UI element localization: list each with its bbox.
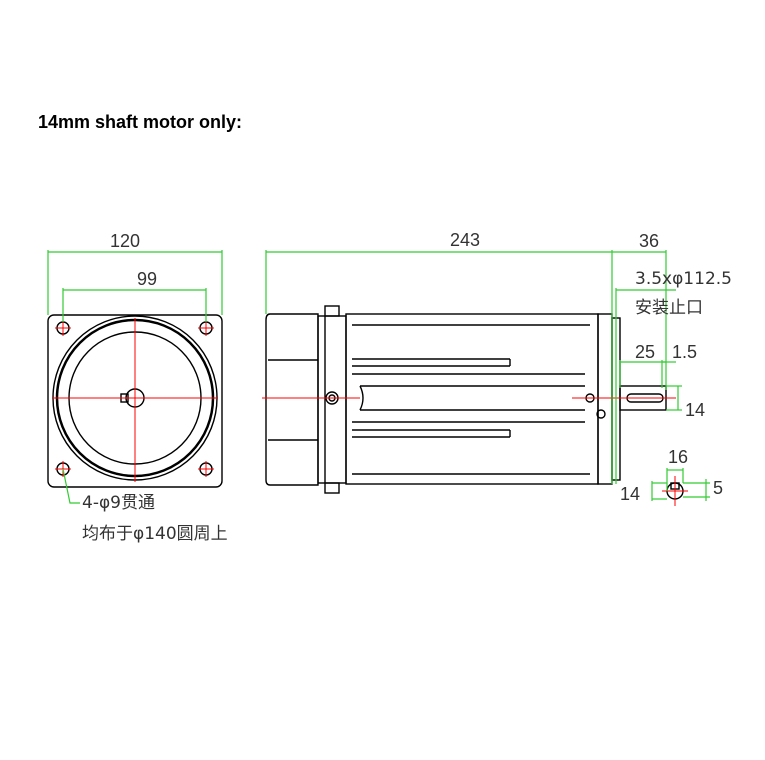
section-dimensions	[651, 468, 710, 501]
rear-cover	[265, 313, 319, 486]
dim-body-length: 243	[450, 230, 480, 250]
end-ring	[317, 315, 347, 484]
dim-spigot: 3.5xφ112.5	[635, 269, 732, 289]
dim-hole-spacing: 99	[137, 269, 157, 289]
dim-key-length: 25	[635, 342, 655, 362]
section-centerlines	[662, 476, 688, 506]
note-hole-circle: 均布于φ140圆周上	[82, 524, 228, 544]
dim-shaft-diameter: 14	[685, 400, 705, 420]
dim-shaft-diameter-end: 14	[620, 484, 640, 504]
side-view	[265, 305, 667, 494]
page-title: 14mm shaft motor only:	[38, 112, 243, 132]
front-centerlines	[52, 318, 218, 482]
flange-outline	[47, 314, 223, 488]
dim-key-width: 5	[713, 478, 723, 498]
front-dimensions	[47, 250, 223, 504]
motor-body	[345, 313, 599, 485]
dim-flange-width: 120	[110, 231, 140, 251]
dim-shaft-height: 16	[668, 447, 688, 467]
side-dimensions	[265, 250, 682, 484]
dim-shaft-length: 36	[639, 231, 659, 251]
note-mounting-holes: 4-φ9贯通	[82, 493, 155, 513]
dim-spigot-note: 安装止口	[635, 298, 703, 318]
dim-key-offset: 1.5	[672, 342, 697, 362]
